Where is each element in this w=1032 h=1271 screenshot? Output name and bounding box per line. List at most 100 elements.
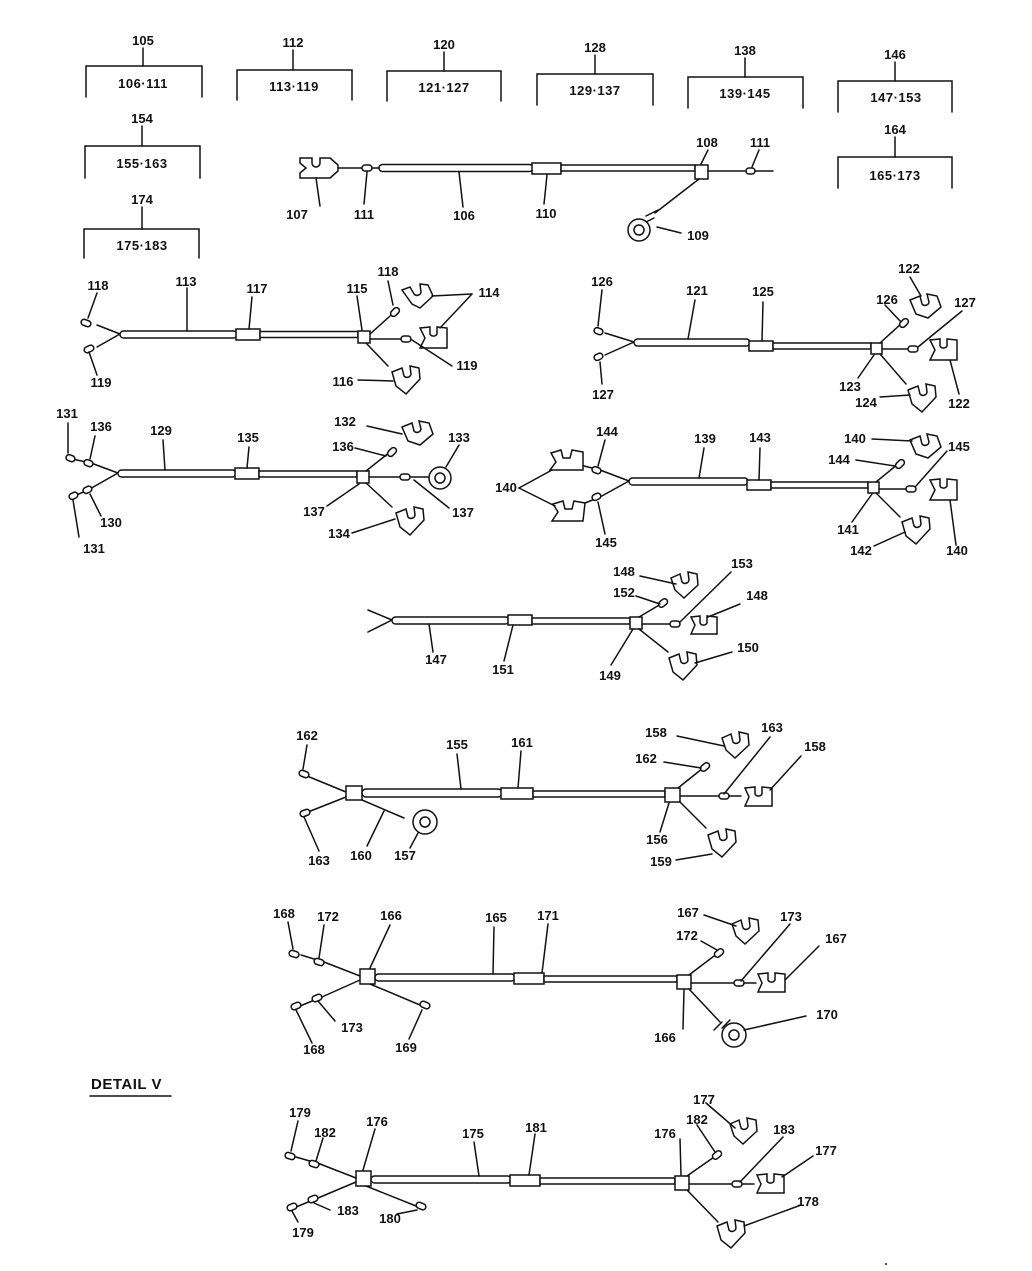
group-label-128: 128 (584, 40, 606, 55)
group-index-105: 105 106·111 (85, 33, 203, 98)
callout-177: 177 (693, 1092, 715, 1107)
callout-140: 140 (946, 543, 968, 558)
callout-127: 127 (592, 387, 614, 402)
callout-136: 136 (90, 419, 112, 434)
group-label-175·183: 175·183 (116, 238, 167, 253)
callout-124: 124 (855, 395, 877, 410)
callout-173: 173 (341, 1020, 363, 1035)
callout-111: 111 (750, 135, 770, 150)
callout-167: 167 (677, 905, 699, 920)
callout-163: 163 (308, 853, 330, 868)
callout-168: 168 (303, 1042, 325, 1057)
group-index-154: 154 155·163 (84, 111, 201, 179)
callout-143: 143 (749, 430, 771, 445)
callout-162: 162 (296, 728, 318, 743)
group-label-138: 138 (734, 43, 756, 58)
callout-160: 160 (350, 848, 372, 863)
callout-171: 171 (537, 908, 559, 923)
group-label-139·145: 139·145 (719, 86, 770, 101)
callout-167: 167 (825, 931, 847, 946)
callout-119: 119 (91, 375, 112, 390)
callout-142: 142 (850, 543, 872, 558)
harness-146: 148 153 152 148 147 151 149 150 (367, 556, 768, 683)
group-label-155·163: 155·163 (116, 156, 167, 171)
callout-144: 144 (828, 452, 850, 467)
callout-153: 153 (731, 556, 753, 571)
callout-109: 109 (687, 228, 709, 243)
callout-183: 183 (773, 1122, 795, 1137)
callout-145: 145 (948, 439, 970, 454)
group-label-164: 164 (884, 122, 906, 137)
callout-159: 159 (650, 854, 672, 869)
svg-text:DETAIL V: DETAIL V (91, 1076, 162, 1093)
callout-126: 126 (591, 274, 613, 289)
group-label-113·119: 113·119 (269, 79, 319, 94)
callout-152: 152 (613, 585, 635, 600)
group-index-112: 112 113·119 (236, 35, 353, 101)
callout-166: 166 (380, 908, 402, 923)
callout-137: 137 (303, 504, 325, 519)
group-label-121·127: 121·127 (418, 80, 469, 95)
group-label-105: 105 (132, 33, 154, 48)
callout-148: 148 (613, 564, 635, 579)
group-label-165·173: 165·173 (869, 168, 920, 183)
callout-147: 147 (425, 652, 447, 667)
callout-132: 132 (334, 414, 356, 429)
callout-121: 121 (686, 283, 708, 298)
harness-120: 126 121 125 122 126 127 127 123 124 122 (591, 261, 976, 414)
callout-163: 163 (761, 720, 783, 735)
callout-148: 148 (746, 588, 768, 603)
callout-135: 135 (237, 430, 259, 445)
group-label-120: 120 (433, 37, 455, 52)
group-index-138: 138 139·145 (687, 43, 804, 109)
group-label-146: 146 (884, 47, 906, 62)
harness-174: 179 182 176 175 181 176 177 182 183 177 … (284, 1092, 837, 1250)
callout-145: 145 (595, 535, 617, 550)
callout-182: 182 (314, 1125, 336, 1140)
speck-mark (885, 1263, 887, 1265)
callout-110: 110 (536, 206, 557, 221)
harness-105: 108 111 107 111 106 110 109 (286, 135, 774, 243)
callout-129: 129 (150, 423, 172, 438)
callout-183: 183 (337, 1203, 359, 1218)
group-label-174: 174 (131, 192, 153, 207)
callout-150: 150 (737, 640, 759, 655)
harness-138: 144 139 143 140 144 145 140 145 141 142 … (495, 424, 970, 558)
callout-116: 116 (333, 374, 354, 389)
group-label-154: 154 (131, 111, 153, 126)
harness-128: 131 136 129 135 132 133 136 137 131 130 … (56, 406, 474, 556)
harness-112: 118 113 117 115 118 114 119 119 116 (80, 264, 501, 396)
callout-149: 149 (599, 668, 621, 683)
callout-122: 122 (948, 396, 970, 411)
callout-182: 182 (686, 1112, 708, 1127)
callout-115: 115 (347, 281, 368, 296)
group-index-120: 120 121·127 (386, 37, 502, 102)
callout-117: 117 (247, 281, 268, 296)
callout-127: 127 (954, 295, 976, 310)
callout-140: 140 (495, 480, 517, 495)
callout-168: 168 (273, 906, 295, 921)
callout-181: 181 (525, 1120, 547, 1135)
callout-126: 126 (876, 292, 898, 307)
callout-172: 172 (676, 928, 698, 943)
callout-134: 134 (328, 526, 350, 541)
callout-114: 114 (479, 285, 501, 300)
callout-133: 133 (448, 430, 470, 445)
callout-130: 130 (100, 515, 122, 530)
detail-title: DETAIL V (89, 1076, 172, 1097)
callout-108: 108 (696, 135, 718, 150)
group-index-128: 128 129·137 (536, 40, 654, 106)
group-index-146: 146 147·153 (837, 47, 953, 113)
group-label-129·137: 129·137 (569, 83, 620, 98)
callout-158: 158 (645, 725, 667, 740)
callout-180: 180 (379, 1211, 401, 1226)
callout-118: 118 (88, 278, 109, 293)
group-index-164: 164 165·173 (837, 122, 953, 189)
group-label-147·153: 147·153 (870, 90, 921, 105)
callout-107: 107 (286, 207, 308, 222)
harness-164: 168 172 166 165 171 167 173 172 167 173 … (273, 905, 847, 1057)
callout-161: 161 (511, 735, 533, 750)
group-label-112: 112 (283, 35, 304, 50)
callout-175: 175 (462, 1126, 484, 1141)
